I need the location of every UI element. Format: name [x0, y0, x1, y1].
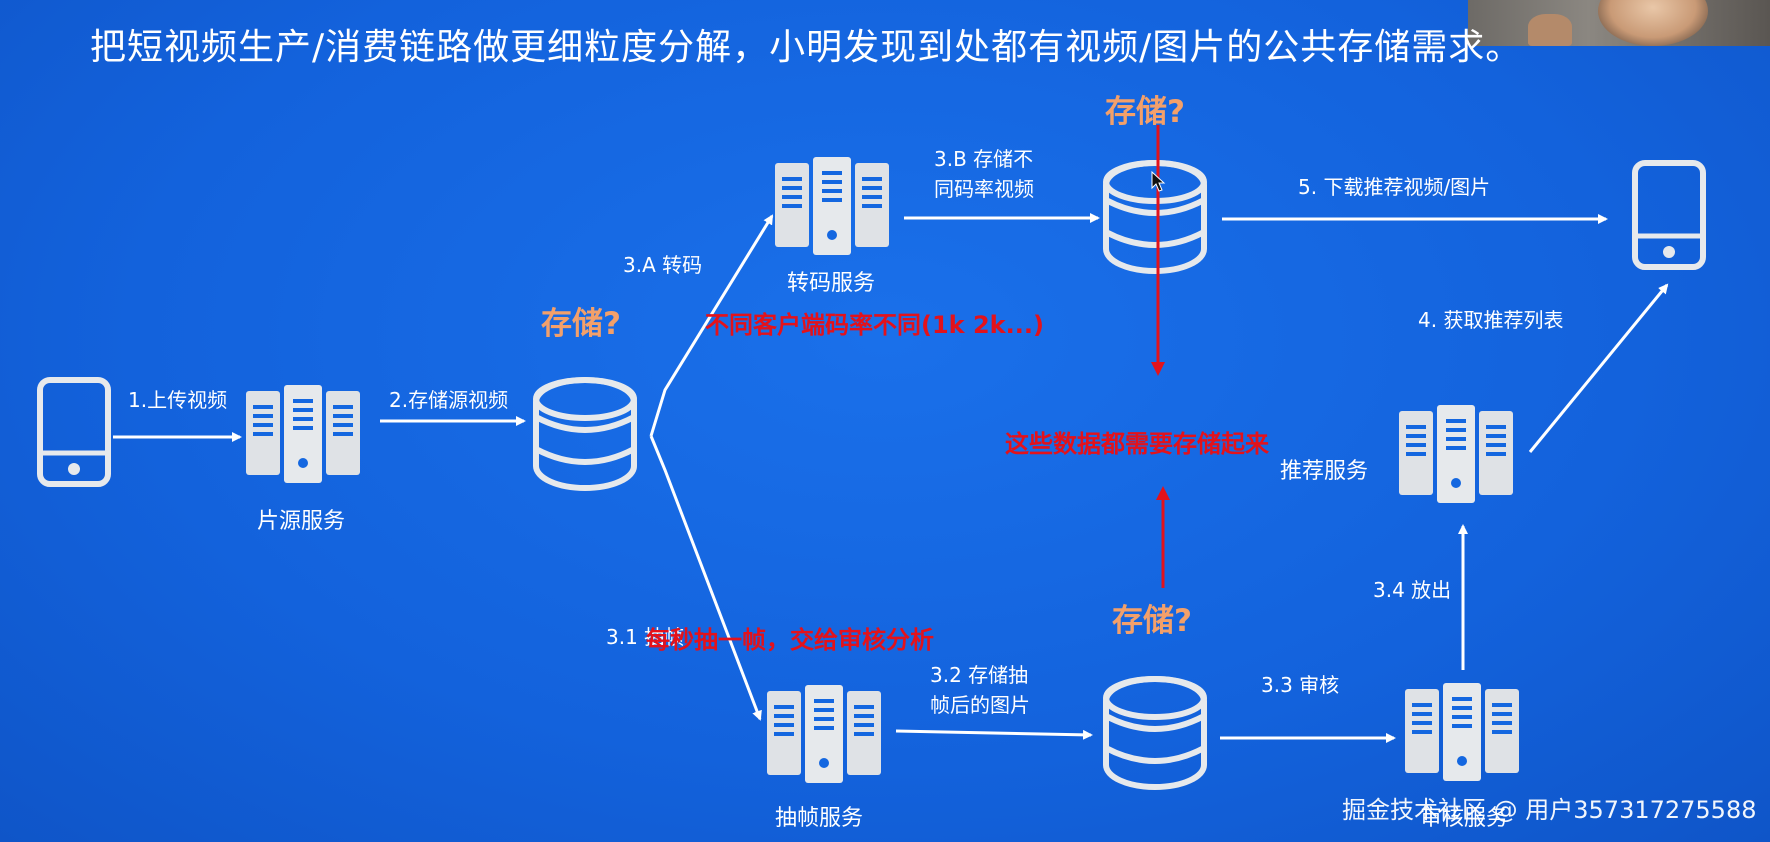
review-service-label: 审核服务 [1420, 806, 1509, 831]
storage-question-top: 存储? [1105, 94, 1185, 130]
storage-question-frames: 存储? [1112, 603, 1192, 639]
edge-label-download: 5. 下载推荐视频/图片 [1298, 175, 1491, 199]
edge-label-store-source: 2.存储源视频 [389, 388, 509, 412]
edge-label-store-frames-2: 帧后的图片 [930, 693, 1030, 717]
edge-label-transcode: 3.A 转码 [623, 253, 703, 277]
source-db-icon [536, 380, 634, 488]
arrow-extract [649, 435, 762, 721]
watermark: 掘金技术社区 @ 用户357317275588 [1342, 796, 1757, 824]
annotation-frame-note: 每秒抽一帧，交给审核分析 [646, 626, 934, 654]
edge-label-store-frames-1: 3.2 存储抽 [930, 663, 1029, 687]
frame-service-label: 抽帧服务 [775, 806, 864, 831]
frame-server-icon [767, 685, 881, 783]
edge-label-extract: 3.1 抽帧 [606, 625, 685, 649]
page-title: 把短视频生产/消费链路做更细粒度分解，小明发现到处都有视频/图片的公共存储需求。 [90, 27, 1523, 68]
viewer-phone-icon [1635, 163, 1703, 267]
edge-label-upload: 1.上传视频 [128, 388, 228, 412]
client-phone-icon [40, 380, 108, 484]
presenter-video-thumbnail [1468, 0, 1770, 46]
source-server-icon [246, 385, 360, 483]
frame-db-icon [1106, 679, 1204, 787]
edge-label-store-bitrates-2: 同码率视频 [934, 177, 1034, 201]
storage-question-source: 存储? [541, 306, 621, 342]
annotation-store-all: 这些数据都需要存储起来 [1005, 430, 1269, 458]
edge-label-get-list: 4. 获取推荐列表 [1418, 308, 1564, 332]
annotation-bitrates: 不同客户端码率不同(1k 2k...) [705, 311, 1044, 339]
mouse-cursor-icon [1151, 170, 1166, 192]
review-server-icon [1405, 683, 1519, 781]
edge-label-review: 3.3 审核 [1261, 673, 1340, 697]
edge-label-store-bitrates-1: 3.B 存储不 [934, 147, 1034, 171]
arrow-transcode [649, 214, 774, 437]
recommend-service-label: 推荐服务 [1280, 459, 1369, 484]
recommend-server-icon [1399, 405, 1513, 503]
arrow-store-frames [895, 729, 1093, 740]
transcode-server-icon [775, 157, 889, 255]
source-service-label: 片源服务 [257, 509, 346, 534]
presenter-hand [1528, 14, 1572, 46]
transcode-service-label: 转码服务 [787, 271, 876, 296]
arrow-get-list [1528, 283, 1669, 453]
edge-label-release: 3.4 放出 [1373, 578, 1452, 602]
